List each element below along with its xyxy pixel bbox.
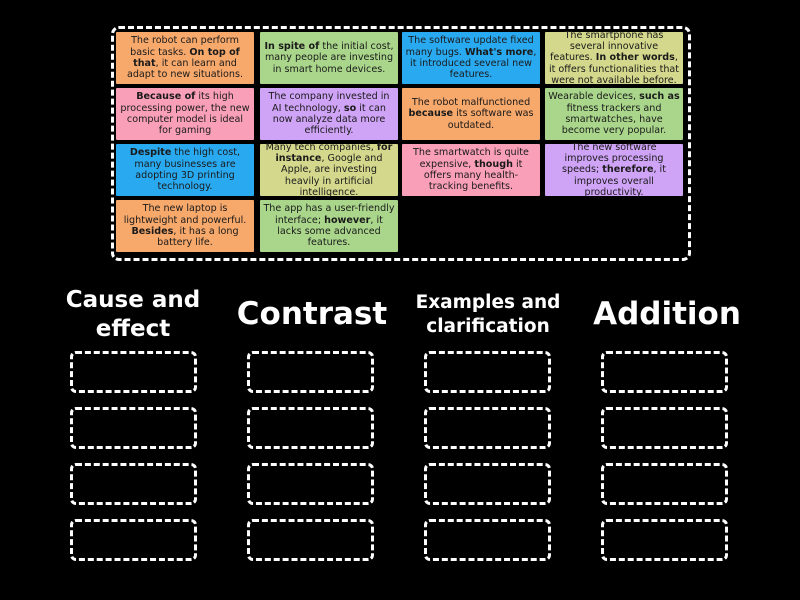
drop-slot-cause-effect[interactable]: [70, 519, 197, 561]
card-text-part: The new software improves processing spe…: [562, 141, 664, 176]
card-connector: though: [474, 158, 513, 170]
card-text-part: The new laptop is lightweight and powerf…: [123, 203, 247, 226]
drop-slot-examples[interactable]: [424, 407, 551, 449]
card-text: The software update fixed many bugs. Wha…: [405, 35, 537, 80]
card-connector: Besides: [131, 226, 174, 237]
card[interactable]: The company invested in AI technology, s…: [260, 88, 398, 140]
card-connector: because: [408, 108, 454, 120]
card[interactable]: Because of its high processing power, th…: [116, 88, 254, 140]
card-connector: On top of that: [133, 46, 240, 69]
drop-slot-addition[interactable]: [601, 463, 728, 505]
card-text-part: , it improves overall productivity.: [574, 164, 666, 198]
card-text-part: Many tech companies,: [265, 141, 377, 153]
card-text: The app has a user-friendly interface; h…: [263, 203, 395, 248]
card-text: Despite the high cost, many businesses a…: [119, 147, 251, 192]
category-title-examples: Examples and clarification: [415, 292, 561, 337]
drop-slot-addition[interactable]: [601, 519, 728, 561]
card-text-part: its high processing power, the new compu…: [120, 91, 250, 137]
card[interactable]: Many tech companies, for instance, Googl…: [260, 142, 398, 198]
card-text: In spite of the initial cost, many peopl…: [263, 41, 395, 75]
card-text-part: The smartwatch is quite expensive,: [413, 147, 529, 170]
card-connector: however: [324, 214, 371, 226]
card-text-part: Wearable devices,: [548, 91, 640, 103]
card-connector: What's more: [465, 46, 534, 58]
card-text: The smartphone has several innovative fe…: [548, 30, 680, 86]
card-text-part: The smartphone has several innovative fe…: [550, 29, 664, 64]
card-text-part: The robot can perform basic tasks.: [130, 35, 239, 58]
card[interactable]: The smartwatch is quite expensive, thoug…: [402, 144, 540, 196]
card[interactable]: The software update fixed many bugs. Wha…: [402, 32, 540, 84]
card-text-part: fitness trackers and smartwatches, have …: [561, 102, 667, 137]
drop-slot-contrast[interactable]: [247, 463, 374, 505]
card-text: Many tech companies, for instance, Googl…: [263, 142, 395, 198]
card-text-part: its software was outdated.: [447, 108, 534, 131]
card[interactable]: Wearable devices, such as fitness tracke…: [545, 88, 683, 140]
drop-slot-addition[interactable]: [601, 407, 728, 449]
drop-slot-contrast[interactable]: [247, 351, 374, 393]
drop-slot-examples[interactable]: [424, 351, 551, 393]
card-connector: so: [343, 102, 357, 114]
card-connector: therefore: [602, 164, 654, 176]
card-connector: Because of: [136, 91, 196, 103]
card-text: The smartwatch is quite expensive, thoug…: [405, 147, 537, 192]
category-title-contrast: Contrast: [236, 296, 388, 332]
card-text: The robot malfunctioned because its soft…: [405, 97, 537, 131]
card[interactable]: The robot malfunctioned because its soft…: [402, 88, 540, 140]
card-text-part: , it offers functionalities that were no…: [548, 52, 680, 86]
card-pool: [111, 26, 691, 261]
card-text: Wearable devices, such as fitness tracke…: [548, 91, 680, 136]
card[interactable]: The smartphone has several innovative fe…: [545, 30, 683, 86]
drop-slot-cause-effect[interactable]: [70, 463, 197, 505]
card-text-part: The company invested in AI technology,: [268, 91, 390, 114]
card-connector: In other words: [595, 52, 675, 64]
drop-slot-examples[interactable]: [424, 463, 551, 505]
card-text-part: , it has a long battery life.: [157, 226, 239, 249]
category-title-cause-effect: Cause and effect: [65, 287, 201, 342]
card[interactable]: The robot can perform basic tasks. On to…: [116, 32, 254, 84]
card-text-part: The robot malfunctioned: [411, 97, 531, 109]
drop-slot-cause-effect[interactable]: [70, 351, 197, 393]
card-text: The robot can perform basic tasks. On to…: [119, 35, 251, 80]
card-text-part: it can now analyze data more efficiently…: [272, 102, 386, 137]
card-text: The new software improves processing spe…: [548, 142, 680, 198]
card-text-part: the high cost, many businesses are adopt…: [134, 147, 241, 193]
card-text-part: , it introduced several new features.: [410, 46, 537, 81]
card-connector: for instance: [275, 141, 393, 165]
drop-slot-examples[interactable]: [424, 519, 551, 561]
category-title-addition: Addition: [593, 296, 741, 332]
drop-slot-contrast[interactable]: [247, 407, 374, 449]
card[interactable]: Despite the high cost, many businesses a…: [116, 144, 254, 196]
card[interactable]: In spite of the initial cost, many peopl…: [260, 32, 398, 84]
drop-slot-contrast[interactable]: [247, 519, 374, 561]
card[interactable]: The new software improves processing spe…: [545, 142, 683, 198]
card-connector: In spite of: [264, 41, 320, 53]
card-text: The company invested in AI technology, s…: [263, 91, 395, 136]
drop-slot-cause-effect[interactable]: [70, 407, 197, 449]
card-text-part: the initial cost, many people are invest…: [264, 41, 394, 75]
card-text-part: , it lacks some advanced features.: [277, 214, 383, 249]
card[interactable]: The app has a user-friendly interface; h…: [260, 200, 398, 252]
card[interactable]: The new laptop is lightweight and powerf…: [116, 200, 254, 252]
card-text: The new laptop is lightweight and powerf…: [119, 203, 251, 248]
card-text-part: , it can learn and adapt to new situatio…: [126, 58, 244, 81]
card-text-part: The software update fixed many bugs.: [405, 35, 534, 58]
drop-slot-addition[interactable]: [601, 351, 728, 393]
card-connector: Despite: [129, 147, 172, 159]
card-text-part: it offers many health-tracking benefits.: [423, 158, 523, 193]
card-text-part: , Google and Apple, are investing heavil…: [281, 153, 383, 198]
card-text-part: The app has a user-friendly interface;: [263, 203, 395, 226]
card-text: Because of its high processing power, th…: [119, 91, 251, 136]
card-connector: such as: [639, 91, 680, 103]
